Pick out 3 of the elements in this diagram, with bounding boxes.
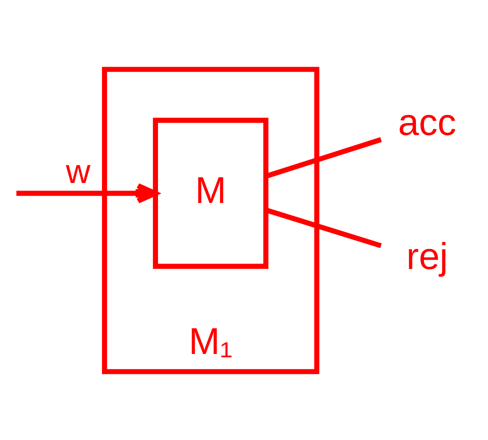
- node-text: rej: [406, 234, 448, 277]
- node-text: acc: [398, 100, 456, 142]
- edge-label: w: [66, 152, 90, 191]
